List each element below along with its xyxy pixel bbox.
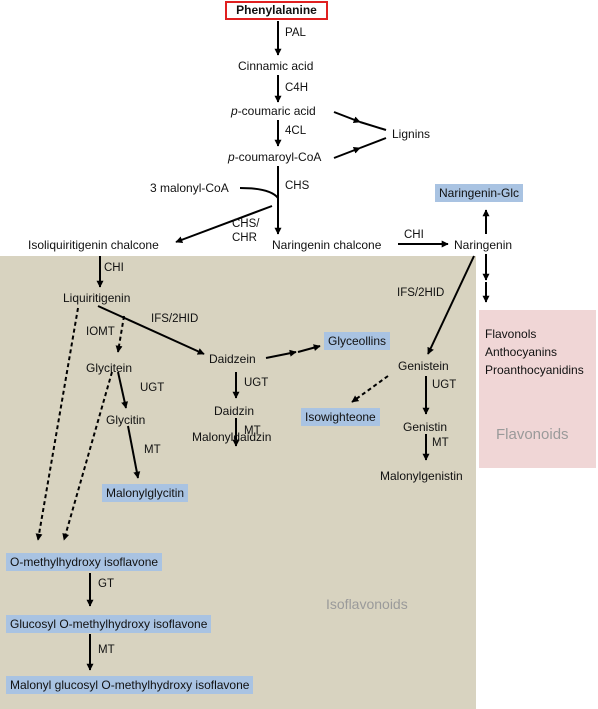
enzyme-chs-chr-line1: CHS/ (232, 218, 260, 230)
enzyme-pal: PAL (285, 27, 306, 39)
daidzein-node: Daidzein (209, 352, 256, 366)
p-coumaroyl-rest: -coumaroyl-CoA (234, 150, 322, 164)
isowighteone-node: Isowighteone (301, 408, 380, 426)
o-methylhydroxy-isoflavone-node: O-methylhydroxy isoflavone (6, 553, 163, 571)
enzyme-mt-bottom: MT (98, 644, 115, 656)
genistein-node: Genistein (398, 359, 449, 373)
arrow-naringenin-genistein (427, 255, 475, 355)
naringenin-glc-node: Naringenin-Glc (435, 184, 524, 202)
isoflavonoid-region (0, 256, 476, 709)
p-coumaroyl-prefix: p (228, 150, 235, 164)
enzyme-ifs-right: IFS/2HID (397, 287, 445, 299)
daidzin-node: Daidzin (214, 404, 255, 418)
arrow-daidzein-glyceollins-1 (265, 349, 297, 359)
enzyme-ugt-glycitein: UGT (140, 382, 165, 394)
arrow-liquiritigenin-omethyl (35, 307, 79, 541)
flavonoid-region (479, 310, 596, 468)
arrow-coumaroyl-lignins-b (359, 137, 387, 149)
malonyldaidzin-node: Malonyldaidzin (192, 430, 272, 444)
arrow-glycitein-glycitin (117, 371, 129, 409)
isoliquiritigenin-node: Isoliquiritigenin chalcone (28, 238, 159, 252)
malonylgenistin-node: Malonylgenistin (380, 469, 463, 483)
enzyme-ifs-left: IFS/2HID (151, 313, 199, 325)
naringenin-node: Naringenin (454, 238, 513, 252)
enzyme-chi-left: CHI (104, 262, 124, 274)
enzyme-4cl: 4CL (285, 125, 307, 137)
liquiritigenin-node: Liquiritigenin (63, 291, 131, 305)
genistin-node: Genistin (403, 420, 448, 434)
phenylalanine-node: Phenylalanine (225, 1, 328, 20)
enzyme-chs-chr-line2: CHR (232, 232, 257, 244)
enzyme-ugt-genistein: UGT (432, 379, 457, 391)
arrow-glycitein-omethyl (62, 371, 113, 541)
arrow-glycitin-malonylglycitin (127, 425, 141, 479)
arrow-coumaric-lignins-a (333, 111, 361, 124)
flavonols-item: Flavonols (485, 327, 537, 341)
arrow-daidzein-glyceollins-2 (297, 344, 321, 353)
arrow-liquiritigenin-glycitein (115, 315, 125, 353)
malonyl-merge-curve (239, 187, 279, 199)
glyceollins-node: Glyceollins (324, 332, 391, 350)
arrow-genistein-isowighteone (351, 375, 389, 403)
enzyme-mt-glycitin: MT (144, 444, 161, 456)
proanthocyanidins-item: Proanthocyanidins (485, 363, 584, 377)
arrow-coumaric-lignins-b (359, 121, 387, 131)
arrow-liquiritigenin-daidzein (97, 305, 205, 355)
anthocyanins-item: Anthocyanins (485, 345, 558, 359)
arrow-coumaroyl-lignins-a (333, 146, 361, 159)
malonylglycitin-node: Malonylglycitin (102, 484, 189, 502)
enzyme-c4h: C4H (285, 82, 309, 94)
glycitin-node: Glycitin (106, 413, 146, 427)
p-coumaric-acid-node: p-coumaric acid (231, 104, 316, 118)
lignins-node: Lignins (392, 127, 431, 141)
enzyme-ugt-daidzein: UGT (244, 377, 269, 389)
arrow-to-isoliquiritigenin (175, 205, 273, 244)
p-coumaric-prefix: p (231, 104, 238, 118)
enzyme-chs: CHS (285, 180, 310, 192)
enzyme-chi-top: CHI (404, 229, 424, 241)
enzyme-gt: GT (98, 578, 114, 590)
glucosyl-o-methylhydroxy-isoflavone-node: Glucosyl O-methylhydroxy isoflavone (6, 615, 212, 633)
malonyl-coa-node: 3 malonyl-CoA (150, 181, 229, 195)
enzyme-mt-genistin: MT (432, 437, 449, 449)
phenylalanine-label: Phenylalanine (236, 3, 317, 17)
p-coumaric-rest: -coumaric acid (237, 104, 316, 118)
flavonoids-label: Flavonoids (496, 426, 569, 443)
p-coumaroyl-coa-node: p-coumaroyl-CoA (228, 150, 321, 164)
cinnamic-acid-node: Cinnamic acid (238, 59, 314, 73)
enzyme-mt-daidzin: MT (244, 425, 261, 437)
glycitein-node: Glycitein (86, 361, 133, 375)
isoflavonoids-label: Isoflavonoids (326, 596, 408, 612)
naringenin-chalcone-node: Naringenin chalcone (272, 238, 382, 252)
malonyl-glucosyl-o-methylhydroxy-isoflavone-node: Malonyl glucosyl O-methylhydroxy isoflav… (6, 676, 254, 694)
enzyme-iomt: IOMT (86, 326, 115, 338)
